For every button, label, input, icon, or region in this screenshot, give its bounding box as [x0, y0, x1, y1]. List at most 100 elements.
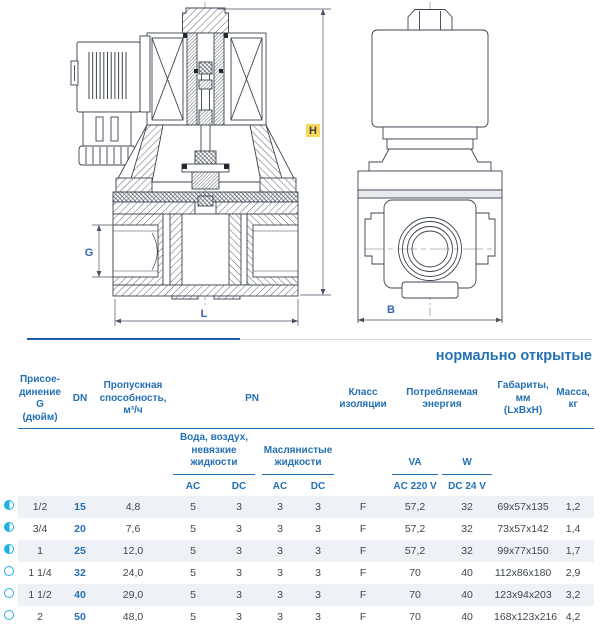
cell-va: 70 [409, 566, 421, 579]
half-filled-circle-icon [4, 500, 14, 510]
cell-va: 70 [409, 610, 421, 623]
cell-dn: 15 [62, 495, 98, 518]
gasket-band [357, 189, 503, 199]
cell-insulation: F [359, 610, 367, 623]
pn-water-label: Вода, воздух, невязкие жидкости [173, 429, 255, 475]
cell-dimensions: 168x123x216 [494, 610, 558, 623]
cell-dn: 32 [74, 566, 86, 579]
header-power: Потребляемая энергия [390, 374, 495, 429]
cell-dimensions: 69x57x135 [494, 495, 553, 518]
cell-flow: 29,0 [98, 583, 168, 606]
cell-pn-dc-water: 3 [218, 539, 260, 562]
adapter-plates [382, 126, 478, 150]
half-filled-circle-icon [4, 544, 14, 554]
top-plug [182, 7, 229, 34]
cell-dn: 25 [62, 539, 98, 562]
valve-cross-section-view: G L H [70, 2, 331, 326]
cell-pn-dc-water: 3 [236, 566, 242, 579]
dimension-h [218, 8, 331, 296]
cell-flow: 7,6 [125, 522, 141, 535]
table-title: нормально открытые [435, 348, 592, 364]
header-pn-water: Вода, воздух, невязкие жидкости [168, 429, 260, 475]
header-row-units: AC DC AC DC AC 220 V DC 24 V [0, 475, 594, 496]
h-label-highlight [306, 124, 320, 137]
dim-label-l: L [201, 308, 208, 320]
cell-pn-ac-oil: 3 [277, 522, 283, 535]
table-row: 2 50 48,0 5 3 3 3 F 70 40 168x123x216 4,… [0, 605, 594, 628]
cell-connection: 1 [18, 539, 62, 562]
body-outline [357, 198, 503, 323]
cell-mass: 2,9 [565, 566, 581, 579]
cell-dimensions: 99x77x150 [494, 539, 553, 562]
coil-assembly [146, 32, 267, 149]
cell-dn: 50 [74, 610, 86, 623]
cell-pn-ac-oil: 3 [277, 610, 283, 623]
header-dc-oil: DC [310, 481, 326, 492]
cell-pn-dc-oil: 3 [300, 539, 337, 562]
cell-pn-dc-water: 3 [218, 583, 260, 606]
cell-w: 32 [440, 539, 495, 562]
section-divider-accent [27, 338, 240, 340]
valve-body [112, 195, 299, 300]
cell-flow: 4,8 [98, 495, 168, 518]
open-circle-icon [4, 610, 14, 620]
header-pn: PN [168, 374, 337, 429]
cell-w: 32 [440, 495, 495, 518]
cell-w: 40 [461, 610, 473, 623]
header-dc24: DC 24 V [448, 481, 486, 492]
cell-w: 40 [461, 566, 473, 579]
cell-va: 57,2 [390, 495, 441, 518]
pn-oil-label: Маслянистые жидкости [262, 442, 335, 475]
valve-side-view: B [357, 2, 503, 323]
cell-flow: 12,0 [98, 539, 168, 562]
cell-pn-ac-water: 5 [168, 539, 218, 562]
cell-insulation: F [359, 566, 367, 579]
bonnet-profile [368, 148, 492, 172]
coil-housing [371, 29, 489, 128]
header-w: W [440, 429, 494, 475]
cell-pn-dc-water: 3 [218, 495, 260, 518]
header-ac-water: AC [185, 481, 201, 492]
table-row: 1/2 15 4,8 5 3 3 3 F 57,2 32 69x57x135 1… [0, 495, 595, 518]
header-row-main: Присое- динение G (дюйм) DN Пропускная с… [0, 374, 595, 429]
header-row-groups: Вода, воздух, невязкие жидкости Маслянис… [0, 429, 594, 475]
table-row: 3/4 20 7,6 5 3 3 3 F 57,2 32 73x57x142 1… [0, 517, 594, 540]
table-row: 1 1/4 32 24,0 5 3 3 3 F 70 40 112x86x180… [0, 561, 594, 584]
cell-dn: 40 [62, 583, 98, 606]
header-dimensions: Габариты, мм (LxBxH) [494, 374, 553, 429]
header-mass: Масса, кг [552, 374, 595, 429]
cell-pn-dc-oil: 3 [300, 583, 337, 606]
half-filled-circle-icon [4, 522, 14, 532]
dimension-g [92, 224, 118, 278]
cell-insulation: F [336, 539, 391, 562]
cell-pn-dc-oil: 3 [315, 566, 321, 579]
cell-pn-ac-water: 5 [190, 610, 196, 623]
dimension-l [114, 299, 299, 326]
cell-pn-ac-oil: 3 [260, 495, 300, 518]
header-ac220: AC 220 V [393, 481, 437, 492]
cell-va: 57,2 [390, 539, 441, 562]
cell-dimensions: 112x86x180 [494, 566, 552, 579]
cell-insulation: F [336, 583, 391, 606]
solenoid-valve-drawing: G L H [70, 2, 503, 326]
header-ac-oil: AC [272, 481, 288, 492]
flange [357, 170, 503, 191]
cell-connection: 2 [37, 610, 43, 623]
header-dn: DN [62, 374, 98, 429]
cell-dimensions: 123x94x203 [494, 583, 553, 606]
dim-label-h: H [309, 125, 317, 137]
port-opening [364, 217, 496, 281]
cell-mass: 4,2 [565, 610, 581, 623]
dim-label-b: B [387, 304, 395, 316]
cell-dn: 20 [74, 522, 86, 535]
cell-mass: 1,7 [552, 539, 595, 562]
header-flow: Пропускная способность, м³/ч [98, 374, 168, 429]
dim-label-g: G [85, 247, 94, 259]
valve-bonnet [112, 124, 299, 203]
cell-pn-ac-water: 5 [190, 522, 196, 535]
cell-va: 70 [390, 583, 441, 606]
header-connection: Присое- динение G (дюйм) [18, 374, 62, 429]
cell-pn-ac-water: 5 [190, 566, 196, 579]
header-pn-oil: Маслянистые жидкости [260, 429, 336, 475]
open-circle-icon [4, 588, 14, 598]
